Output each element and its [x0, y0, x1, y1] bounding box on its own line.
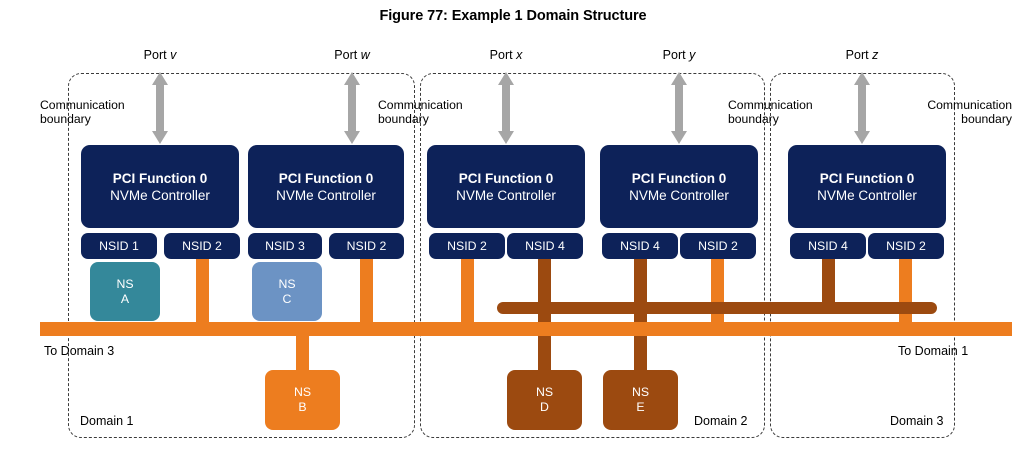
port-prefix: Port — [662, 48, 690, 62]
port-arrow-w — [341, 72, 363, 144]
nsid-chip-8[interactable]: NSID 2 — [680, 233, 756, 259]
comm-boundary-line1: Communication — [378, 98, 463, 112]
namespace-box-e[interactable]: NS E — [603, 370, 678, 430]
domain-1-label: Domain 1 — [80, 414, 134, 428]
namespace-box-d[interactable]: NS D — [507, 370, 582, 430]
connector-nsid2b-d1-orange — [360, 256, 373, 332]
nsid-chip-6[interactable]: NSID 4 — [507, 233, 583, 259]
pci-function-box-3[interactable]: PCI Function 0 NVMe Controller — [427, 145, 585, 228]
pci-function-box-4[interactable]: PCI Function 0 NVMe Controller — [600, 145, 758, 228]
namespace-box-c[interactable]: NS C — [252, 262, 322, 321]
namespace-line1: NS — [535, 385, 554, 399]
namespace-line2: E — [636, 400, 645, 414]
comm-boundary-line2: boundary — [40, 112, 91, 126]
pci-function-label: PCI Function 0 — [631, 170, 727, 186]
figure-title: Figure 77: Example 1 Domain Structure — [379, 8, 647, 24]
port-arrow-y — [668, 72, 690, 144]
nsid-chip-2[interactable]: NSID 2 — [164, 233, 240, 259]
comm-boundary-line1: Communication — [728, 98, 813, 112]
domain-2-label: Domain 2 — [694, 414, 748, 428]
connector-nsid4-d2a-brown — [538, 256, 551, 310]
comm-boundary-line2: boundary — [961, 112, 1012, 126]
nvme-controller-label: NVMe Controller — [817, 187, 917, 203]
connector-nse-stem — [634, 310, 647, 370]
port-id: w — [360, 48, 370, 62]
namespace-line1: NS — [116, 276, 134, 291]
to-domain-1-label: To Domain 1 — [898, 344, 969, 358]
namespace-line1: NS — [293, 385, 312, 399]
domain-2-boundary — [420, 73, 765, 438]
comm-boundary-line2: boundary — [728, 112, 779, 126]
pci-function-label: PCI Function 0 — [112, 170, 208, 186]
connector-nsid2-d2-orange — [461, 256, 474, 332]
to-domain-3-label: To Domain 3 — [44, 344, 115, 358]
nsid-chip-9[interactable]: NSID 4 — [790, 233, 866, 259]
connector-nsid2-d3-orange — [899, 256, 912, 332]
nsid-chip-5[interactable]: NSID 2 — [429, 233, 505, 259]
pci-function-box-5[interactable]: PCI Function 0 NVMe Controller — [788, 145, 946, 228]
comm-boundary-line2: boundary — [378, 112, 429, 126]
port-id: z — [872, 48, 879, 62]
namespace-line2: C — [282, 291, 292, 306]
namespace-line2: D — [540, 400, 549, 414]
port-id: y — [689, 48, 696, 62]
nvme-controller-label: NVMe Controller — [456, 187, 556, 203]
domain-3-label: Domain 3 — [890, 414, 944, 428]
nvme-controller-label: NVMe Controller — [110, 187, 210, 203]
connector-nsid2-d1-orange — [196, 256, 209, 332]
nsid-chip-10[interactable]: NSID 2 — [868, 233, 944, 259]
port-arrow-x — [495, 72, 517, 144]
port-arrow-v — [149, 72, 171, 144]
pci-function-box-2[interactable]: PCI Function 0 NVMe Controller — [248, 145, 404, 228]
namespace-box-a[interactable]: NS A — [90, 262, 160, 321]
namespace-box-b[interactable]: NS B — [265, 370, 340, 430]
connector-nsb-stem — [296, 330, 309, 372]
port-id: x — [516, 48, 523, 62]
comm-boundary-line1: Communication — [927, 98, 1012, 112]
pci-function-label: PCI Function 0 — [278, 170, 374, 186]
port-prefix: Port — [489, 48, 517, 62]
port-prefix: Port — [334, 48, 361, 62]
namespace-line1: NS — [631, 385, 650, 399]
namespace-line2: B — [298, 400, 307, 414]
port-prefix: Port — [845, 48, 873, 62]
port-label-v: Port v — [144, 48, 177, 62]
port-label-y: Port y — [663, 48, 696, 62]
namespace-line2: A — [120, 291, 130, 306]
comm-boundary-line1: Communication — [40, 98, 125, 112]
nsid-chip-3[interactable]: NSID 3 — [248, 233, 322, 259]
comm-boundary-label-3: Communication boundary — [728, 98, 813, 126]
connector-nsd-stem — [538, 310, 551, 370]
connector-nsid4-d2b-brown — [634, 256, 647, 310]
pci-function-label: PCI Function 0 — [458, 170, 554, 186]
comm-boundary-label-2: Communication boundary — [378, 98, 463, 126]
nvme-controller-label: NVMe Controller — [629, 187, 729, 203]
port-label-x: Port x — [490, 48, 523, 62]
connector-nsid4-d3-brown — [822, 256, 835, 310]
comm-boundary-label-4: Communication boundary — [872, 98, 1012, 126]
nvme-controller-label: NVMe Controller — [276, 187, 376, 203]
namespace-line1: NS — [278, 276, 296, 291]
port-arrow-z — [851, 72, 873, 144]
comm-boundary-label-1: Communication boundary — [40, 98, 125, 126]
nsid-chip-4[interactable]: NSID 2 — [329, 233, 404, 259]
port-label-z: Port z — [846, 48, 879, 62]
pci-function-box-1[interactable]: PCI Function 0 NVMe Controller — [81, 145, 239, 228]
port-label-w: Port w — [334, 48, 369, 62]
domain-1-boundary — [68, 73, 415, 438]
pci-function-label: PCI Function 0 — [819, 170, 915, 186]
port-id: v — [170, 48, 177, 62]
orange-namespace-bus — [40, 322, 1012, 336]
nsid-chip-1[interactable]: NSID 1 — [81, 233, 157, 259]
port-prefix: Port — [143, 48, 171, 62]
connector-nsid2-d2b-orange — [711, 256, 724, 332]
brown-namespace-bus — [497, 302, 937, 314]
nsid-chip-7[interactable]: NSID 4 — [602, 233, 678, 259]
